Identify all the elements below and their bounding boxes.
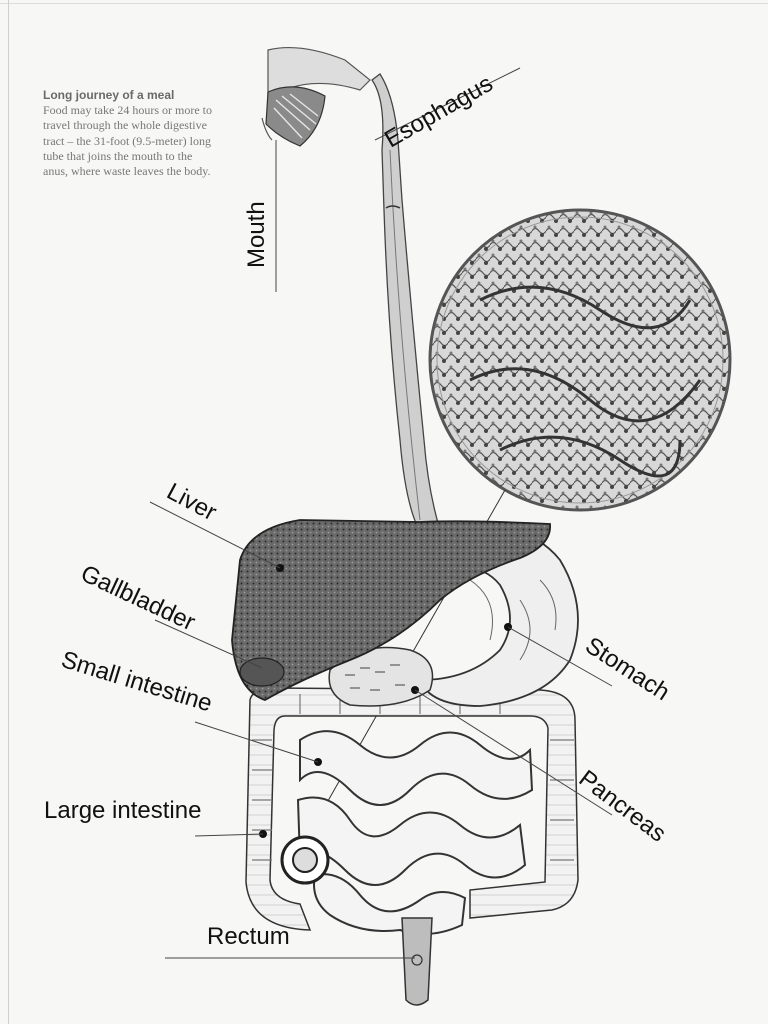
large-intestine-leader [194, 833, 264, 837]
pancreas-leader [414, 689, 613, 816]
label-large-intestine: Large intestine [44, 797, 202, 824]
leader-lines [149, 67, 613, 959]
stomach-leader [507, 626, 613, 687]
stomach-vessels [469, 579, 557, 661]
gallbladder-leader [154, 619, 263, 669]
esophagus-leader [374, 67, 521, 141]
esophagus-sphincter [385, 205, 401, 209]
liver [231, 519, 551, 701]
esophagus-line [389, 149, 421, 521]
appendix-ring [280, 835, 330, 885]
top-rule [0, 3, 768, 4]
label-rectum: Rectum [207, 923, 290, 950]
caption-title: Long journey of a meal [43, 88, 175, 102]
caption-block: Long journey of a meal Food may take 24 … [43, 88, 218, 179]
caption-body: Food may take 24 hours or more to travel… [43, 103, 212, 179]
large-intestine [245, 687, 579, 931]
mouth-cross-section [261, 46, 371, 147]
rectum [401, 917, 433, 1006]
stomach [418, 527, 579, 707]
small-intestine-leader [194, 721, 319, 763]
left-rule [8, 0, 9, 1024]
liver-leader [149, 501, 281, 569]
label-mouth: Mouth [243, 201, 270, 268]
small-intestine-coils [296, 730, 534, 935]
gallbladder [239, 657, 285, 687]
magnified-lining-inset [428, 208, 732, 512]
